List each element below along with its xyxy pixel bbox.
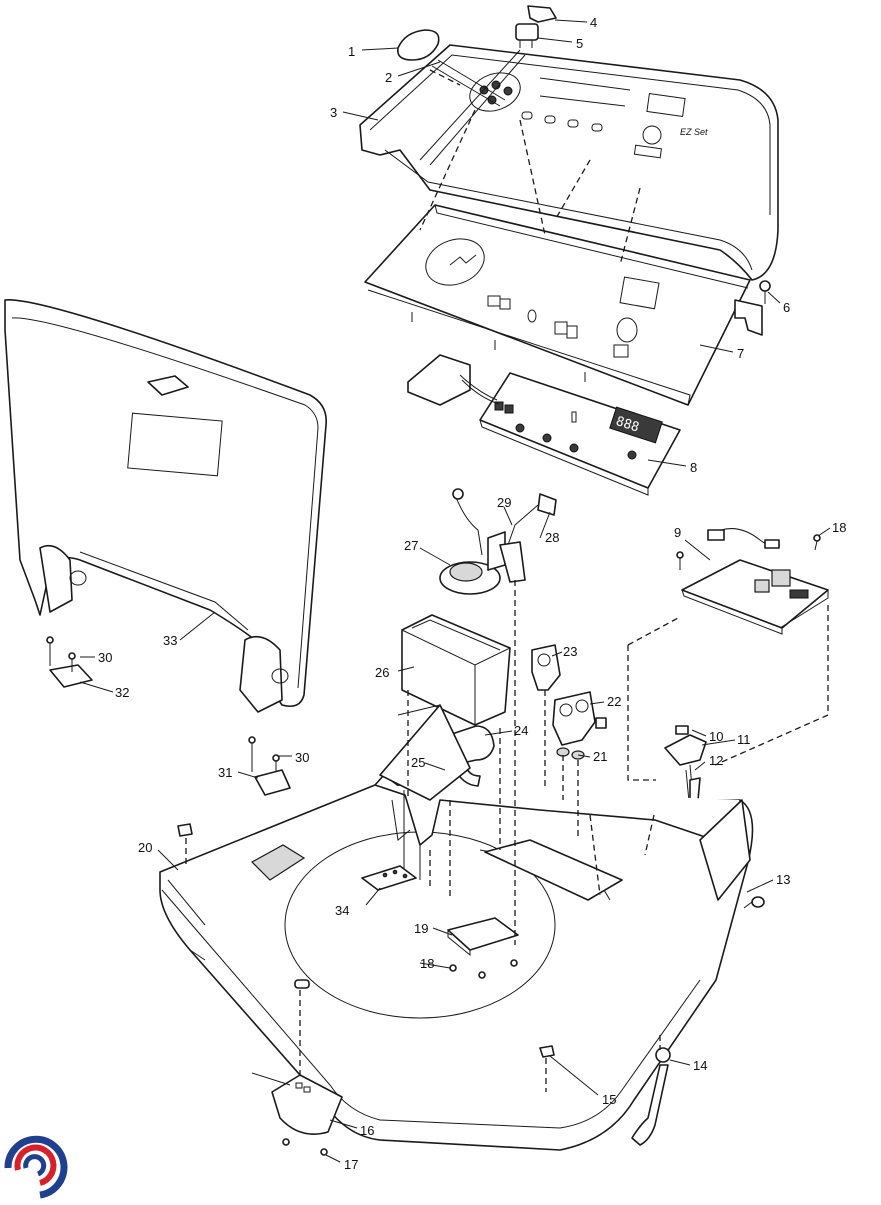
callout-4: 4 bbox=[590, 15, 597, 30]
callout-20: 20 bbox=[138, 840, 152, 855]
console-cover: EZ Set bbox=[359, 44, 779, 281]
screw-9 bbox=[676, 551, 684, 570]
svg-text:EZ Set: EZ Set bbox=[680, 127, 708, 137]
hinge-31 bbox=[248, 736, 291, 796]
leader-lines bbox=[79, 19, 831, 1163]
callout-30-top: 30 bbox=[98, 650, 112, 665]
callout-10: 10 bbox=[709, 729, 723, 744]
part-2-light-pipe bbox=[419, 49, 526, 166]
callout-5: 5 bbox=[576, 36, 583, 51]
callout-32: 32 bbox=[115, 685, 129, 700]
part-15-pad bbox=[539, 1045, 555, 1058]
detergent-dispenser bbox=[401, 614, 511, 726]
brand-logo-icon bbox=[4, 1135, 68, 1199]
callout-21: 21 bbox=[593, 749, 607, 764]
callout-22: 22 bbox=[607, 694, 621, 709]
callout-labels: 1 2 3 4 5 6 7 8 9 10 11 12 13 14 15 16 1… bbox=[98, 15, 846, 1172]
part-4-switch bbox=[527, 5, 557, 23]
part-14-arm bbox=[631, 1047, 671, 1146]
callout-34: 34 bbox=[335, 903, 349, 918]
callout-3: 3 bbox=[330, 105, 337, 120]
callout-30-bottom: 30 bbox=[295, 750, 309, 765]
callout-12: 12 bbox=[709, 753, 723, 768]
callout-15: 15 bbox=[602, 1092, 616, 1107]
callout-25: 25 bbox=[411, 755, 425, 770]
part-5-connector bbox=[515, 23, 539, 48]
callout-13: 13 bbox=[776, 872, 790, 887]
bumper-20 bbox=[177, 823, 193, 837]
part-28-29-connector bbox=[499, 493, 557, 583]
main-control-board bbox=[681, 528, 829, 635]
screws-16-17 bbox=[282, 1138, 328, 1156]
harness-connector bbox=[407, 354, 500, 406]
part-1-knob-cover bbox=[396, 29, 440, 61]
callout-23: 23 bbox=[563, 644, 577, 659]
assembly-lines bbox=[185, 69, 829, 1092]
callout-14: 14 bbox=[693, 1058, 707, 1073]
callout-33: 33 bbox=[163, 633, 177, 648]
part-21-fitting bbox=[556, 747, 585, 760]
inlet-valve-23 bbox=[531, 644, 561, 691]
callout-29: 29 bbox=[497, 495, 511, 510]
part-13-plug bbox=[743, 896, 765, 909]
callout-11: 11 bbox=[737, 732, 751, 747]
part-34-trap bbox=[361, 865, 417, 891]
callout-9: 9 bbox=[674, 525, 681, 540]
cabinet-top bbox=[159, 704, 754, 1151]
inlet-valve-22 bbox=[552, 691, 607, 746]
callout-18-top: 18 bbox=[832, 520, 846, 535]
part-16-switch bbox=[251, 1072, 343, 1135]
callout-26: 26 bbox=[375, 665, 389, 680]
callout-28: 28 bbox=[545, 530, 559, 545]
callout-31: 31 bbox=[218, 765, 232, 780]
callout-16: 16 bbox=[360, 1123, 374, 1138]
callout-8: 8 bbox=[690, 460, 697, 475]
callout-2: 2 bbox=[385, 70, 392, 85]
control-plate bbox=[364, 204, 763, 406]
callout-6: 6 bbox=[783, 300, 790, 315]
pressure-switch bbox=[439, 488, 506, 595]
screw-18-top bbox=[813, 534, 821, 551]
callout-27: 27 bbox=[404, 538, 418, 553]
display-board: 888 bbox=[479, 372, 681, 496]
callout-24: 24 bbox=[514, 723, 528, 738]
callout-1: 1 bbox=[348, 44, 355, 59]
svg-text:888: 888 bbox=[614, 414, 641, 436]
callout-7: 7 bbox=[737, 346, 744, 361]
callout-18-bottom: 18 bbox=[420, 956, 434, 971]
hinge-32 bbox=[46, 636, 93, 688]
callout-19: 19 bbox=[414, 921, 428, 936]
part-6-screw bbox=[759, 280, 771, 304]
part-19-bracket bbox=[447, 917, 519, 957]
callout-17: 17 bbox=[344, 1157, 358, 1172]
lid bbox=[4, 299, 327, 713]
